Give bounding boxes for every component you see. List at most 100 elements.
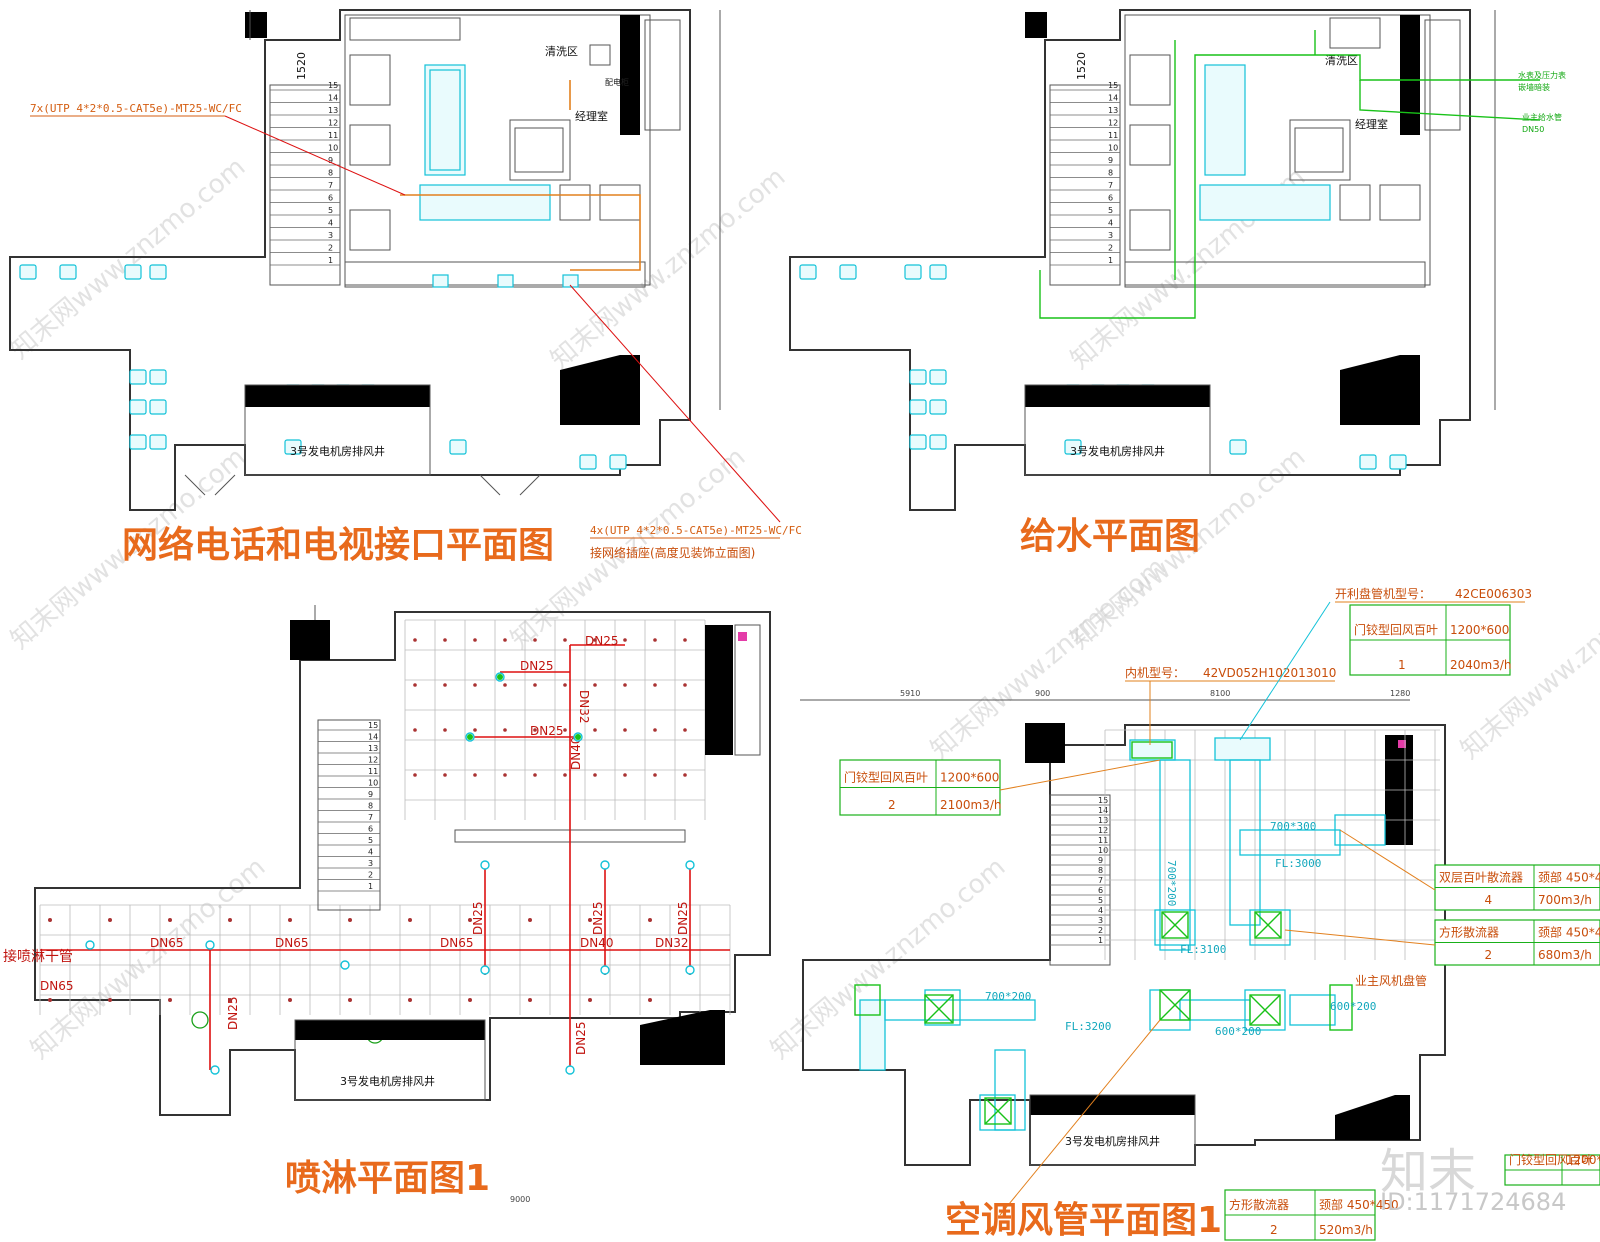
light-fixture <box>48 998 52 1002</box>
cable-note-3: 接网络插座(高度见装饰立面图) <box>590 545 755 560</box>
light-fixture <box>288 998 292 1002</box>
stair-number: 7 <box>368 813 373 822</box>
light-fixture <box>468 918 472 922</box>
light-fixture <box>593 773 597 777</box>
light-fixture <box>413 728 417 732</box>
light-fixture <box>48 918 52 922</box>
room-wash-label: 清洗区 <box>1325 54 1358 67</box>
light-fixture <box>503 638 507 642</box>
light-fixture <box>683 683 687 687</box>
table-qty: 4 <box>1485 893 1493 907</box>
stair-number: 4 <box>1108 219 1113 228</box>
table-size: 颈部 450*450 <box>1319 1197 1399 1212</box>
light-fixture <box>473 728 477 732</box>
seat <box>129 369 147 385</box>
note-pipe: 业主给水管 <box>1522 112 1562 122</box>
seat <box>929 434 947 450</box>
pipe-label: DN32 <box>655 936 689 950</box>
stair-number: 7 <box>328 181 333 190</box>
stair-number: 10 <box>1108 144 1118 153</box>
light-fixture <box>623 773 627 777</box>
table-flow: 700m3/h <box>1538 893 1592 907</box>
sprinkler-head <box>685 965 695 975</box>
leader-line <box>999 1019 1161 1216</box>
room-manager-label: 经理室 <box>575 109 608 123</box>
shaft-label: 3号发电机房排风井 <box>1065 1134 1160 1148</box>
watermark: 知末网www.znzmo.com <box>545 162 791 375</box>
seat <box>1064 439 1082 455</box>
light-fixture <box>533 728 537 732</box>
stair-number: 5 <box>368 836 373 845</box>
light-fixture <box>653 683 657 687</box>
seat <box>1359 454 1377 470</box>
light-fixture <box>648 918 652 922</box>
sprinkler-head <box>85 940 95 950</box>
light-fixture <box>468 998 472 1002</box>
light-fixture <box>563 773 567 777</box>
table-size: 颈部 450*450 <box>1538 925 1600 940</box>
fire-device <box>191 1011 209 1029</box>
sprinkler-head-active <box>575 734 581 740</box>
table-qty: 2 <box>1485 948 1493 962</box>
light-fixture <box>408 918 412 922</box>
light-fixture <box>413 638 417 642</box>
seat <box>1229 439 1247 455</box>
seat <box>449 439 467 455</box>
main-pipe-note: 接喷淋干管 <box>3 948 73 965</box>
seat <box>909 369 927 385</box>
light-fixture <box>168 998 172 1002</box>
room-manager-label: 经理室 <box>1355 117 1388 131</box>
watermark: 知末网www.znzmo.com <box>5 152 251 365</box>
stair-number: 3 <box>368 859 373 868</box>
light-fixture <box>443 638 447 642</box>
light-fixture <box>563 638 567 642</box>
seat <box>149 434 167 450</box>
seat <box>799 264 817 280</box>
light-fixture <box>528 918 532 922</box>
panel-title-hvac: 空调风管平面图1 <box>945 1200 1222 1241</box>
owner-fcu-label: 业主风机盘管 <box>1355 973 1427 988</box>
stair-number: 5 <box>1108 206 1113 215</box>
floor-level: FL:3100 <box>1180 943 1226 956</box>
stair-number: 12 <box>1098 826 1108 835</box>
stair-number: 15 <box>1098 796 1108 805</box>
stair-number: 10 <box>328 144 338 153</box>
stair-number: 2 <box>328 244 333 253</box>
duct-size: 700*300 <box>1270 820 1316 833</box>
seat <box>284 439 302 455</box>
sprinkler-head-active <box>497 674 503 680</box>
table-qty: 2 <box>888 798 896 812</box>
elec-cabinet-label: 配电柜 <box>605 77 629 87</box>
diffusers <box>854 741 1353 1125</box>
light-fixture <box>503 773 507 777</box>
stair-number: 10 <box>1098 846 1108 855</box>
sprinkler-head <box>480 965 490 975</box>
stair-number: 9 <box>328 156 333 165</box>
light-fixture <box>413 683 417 687</box>
stair-number: 13 <box>1098 816 1108 825</box>
stair-number: 9 <box>368 790 373 799</box>
light-fixture <box>228 918 232 922</box>
panel-title-sprinkler: 喷淋平面图1 <box>285 1158 490 1199</box>
light-fixture <box>443 773 447 777</box>
stair-number: 10 <box>368 779 378 788</box>
light-fixture <box>473 683 477 687</box>
seat <box>909 399 927 415</box>
stair-number: 4 <box>368 848 373 857</box>
stair-number: 7 <box>1098 876 1103 885</box>
table-qty: 2 <box>1270 1223 1278 1237</box>
note-pipe-size: DN50 <box>1522 125 1544 134</box>
stair-number: 6 <box>368 825 373 834</box>
dim-bottom: 9000 <box>510 1195 530 1204</box>
table-name: 门铰型回风百叶 <box>1354 622 1438 637</box>
pipe-label: DN25 <box>676 902 690 936</box>
stair-number: 2 <box>368 871 373 880</box>
sprinkler-head <box>685 860 695 870</box>
indoor-label: 内机型号： <box>1125 666 1185 680</box>
cable-note-2: 4x(UTP 4*2*0.5-CAT5e)-MT25-WC/FC <box>590 524 802 537</box>
table-name: 门铰型回风百叶 <box>844 770 928 785</box>
seat <box>929 369 947 385</box>
pipe-label: DN25 <box>471 902 485 936</box>
fcu-label: 开利盘管机型号： <box>1335 586 1431 601</box>
